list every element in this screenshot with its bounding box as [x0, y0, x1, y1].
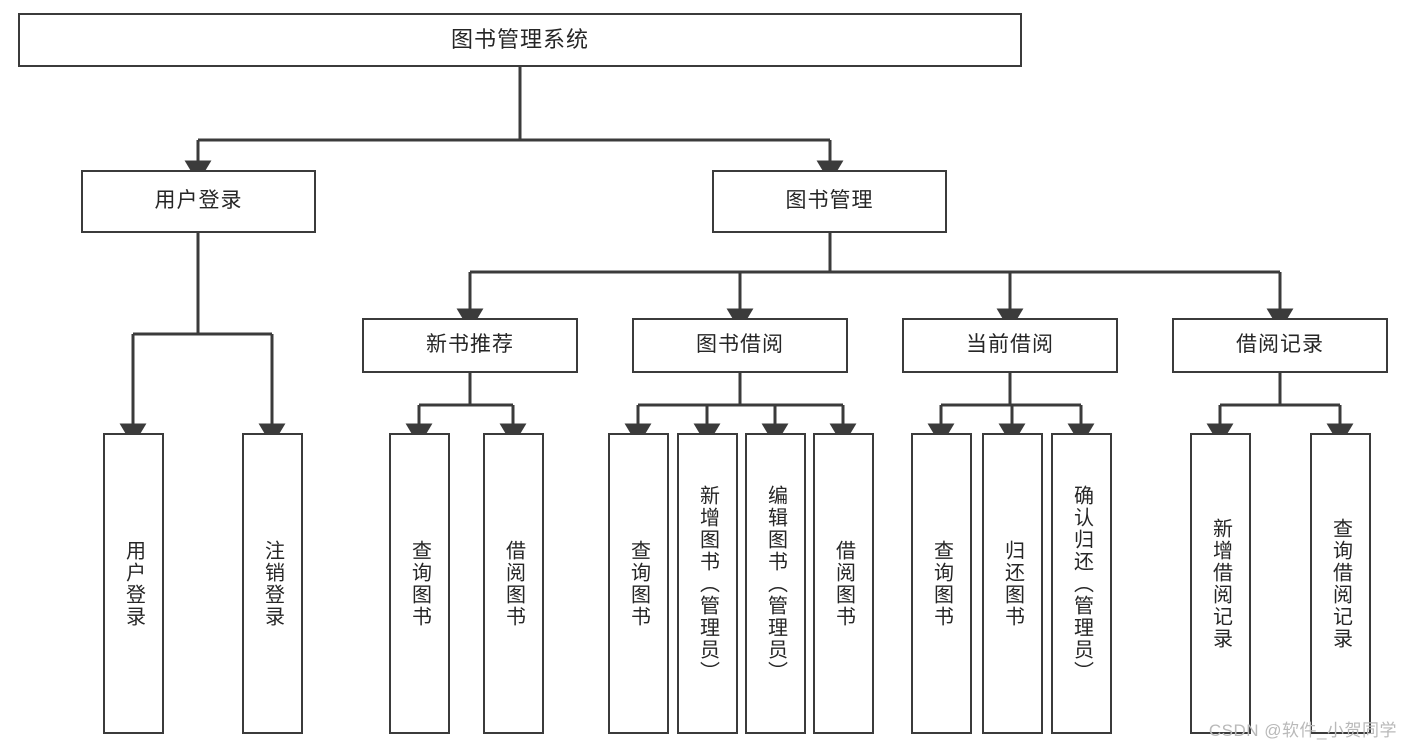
leaf-borrow-book-rec[interactable]: 借阅图书 — [483, 433, 544, 734]
leaf-add-book-admin[interactable]: 新增图书（管理员） — [677, 433, 738, 734]
node-current-borrow[interactable]: 当前借阅 — [902, 318, 1118, 373]
node-borrow-record[interactable]: 借阅记录 — [1172, 318, 1388, 373]
leaf-query-book-borrow-label: 查询图书 — [627, 539, 650, 628]
leaf-user-login-label: 用户登录 — [122, 539, 145, 628]
node-book-borrow-label: 图书借阅 — [696, 333, 784, 357]
leaf-query-book-rec-label: 查询图书 — [408, 539, 431, 628]
node-borrow-record-label: 借阅记录 — [1236, 333, 1324, 357]
leaf-user-login[interactable]: 用户登录 — [103, 433, 164, 734]
leaf-edit-book-admin-label: 编辑图书（管理员） — [764, 484, 787, 683]
node-user-login-label: 用户登录 — [154, 189, 243, 213]
node-book-borrow[interactable]: 图书借阅 — [632, 318, 848, 373]
leaf-add-borrow-record-label: 新增借阅记录 — [1209, 517, 1232, 650]
leaf-return-book[interactable]: 归还图书 — [982, 433, 1043, 734]
leaf-confirm-return-admin[interactable]: 确认归还（管理员） — [1051, 433, 1112, 734]
leaf-return-book-label: 归还图书 — [1001, 539, 1024, 628]
node-root-label: 图书管理系统 — [450, 27, 589, 53]
node-user-login[interactable]: 用户登录 — [81, 170, 316, 233]
leaf-query-book-current-label: 查询图书 — [930, 539, 953, 628]
leaf-borrow-book-rec-label: 借阅图书 — [502, 539, 525, 628]
node-new-book-recommend-label: 新书推荐 — [426, 333, 514, 357]
node-current-borrow-label: 当前借阅 — [966, 333, 1054, 357]
node-book-management[interactable]: 图书管理 — [712, 170, 947, 233]
node-root[interactable]: 图书管理系统 — [18, 13, 1022, 67]
leaf-add-book-admin-label: 新增图书（管理员） — [696, 484, 719, 683]
leaf-query-book-rec[interactable]: 查询图书 — [389, 433, 450, 734]
watermark: CSDN @软件_小贺同学 — [1208, 721, 1397, 740]
node-new-book-recommend[interactable]: 新书推荐 — [362, 318, 578, 373]
leaf-edit-book-admin[interactable]: 编辑图书（管理员） — [745, 433, 806, 734]
leaf-query-book-borrow[interactable]: 查询图书 — [608, 433, 669, 734]
leaf-query-borrow-record-label: 查询借阅记录 — [1329, 517, 1352, 650]
leaf-confirm-return-admin-label: 确认归还（管理员） — [1070, 484, 1093, 683]
leaf-logout[interactable]: 注销登录 — [242, 433, 303, 734]
leaf-query-book-current[interactable]: 查询图书 — [911, 433, 972, 734]
leaf-query-borrow-record[interactable]: 查询借阅记录 — [1310, 433, 1371, 734]
leaf-add-borrow-record[interactable]: 新增借阅记录 — [1190, 433, 1251, 734]
node-book-management-label: 图书管理 — [785, 189, 874, 213]
leaf-borrow-book[interactable]: 借阅图书 — [813, 433, 874, 734]
leaf-borrow-book-label: 借阅图书 — [832, 539, 855, 628]
leaf-logout-label: 注销登录 — [261, 539, 284, 628]
